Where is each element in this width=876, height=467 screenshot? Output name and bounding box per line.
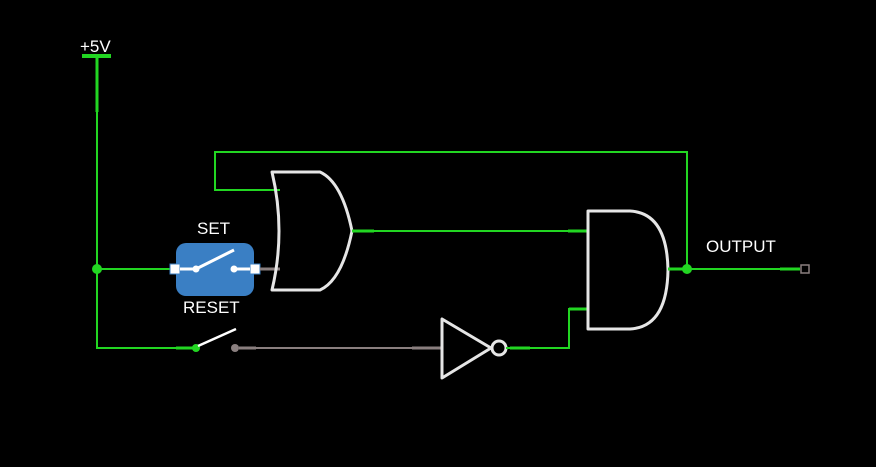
- wire-not-to-and: [506, 308, 588, 349]
- set-switch-terminal-out: [249, 263, 261, 275]
- not-gate-body: [440, 317, 493, 380]
- reset-switch-lever: [197, 327, 237, 348]
- reset-switch-contact-right: [231, 344, 239, 352]
- set-switch-body: [176, 243, 254, 296]
- junction-node-output: [682, 264, 692, 274]
- not-gate-bubble: [490, 339, 508, 357]
- junction-node-supply: [92, 264, 102, 274]
- reset-label: RESET: [183, 298, 240, 317]
- set-switch[interactable]: SET RESET: [169, 219, 261, 317]
- set-switch-contact-right: [230, 265, 238, 273]
- set-switch-terminal-in: [169, 263, 181, 275]
- output-probe[interactable]: OUTPUT: [706, 237, 810, 274]
- not-gate[interactable]: [440, 317, 508, 380]
- wire-supply-rail: [96, 112, 180, 349]
- and-gate-body: [586, 209, 670, 331]
- supply-label: +5V: [80, 37, 111, 56]
- reset-switch[interactable]: [176, 327, 239, 352]
- or-gate[interactable]: [270, 170, 354, 292]
- output-probe-terminal: [800, 264, 810, 274]
- and-gate[interactable]: [586, 209, 670, 331]
- set-switch-lever: [197, 248, 235, 270]
- output-label: OUTPUT: [706, 237, 776, 256]
- supply-5v[interactable]: +5V: [80, 37, 111, 112]
- set-label: SET: [197, 219, 230, 238]
- wire-feedback-loop: [214, 151, 688, 269]
- or-gate-body: [270, 170, 354, 292]
